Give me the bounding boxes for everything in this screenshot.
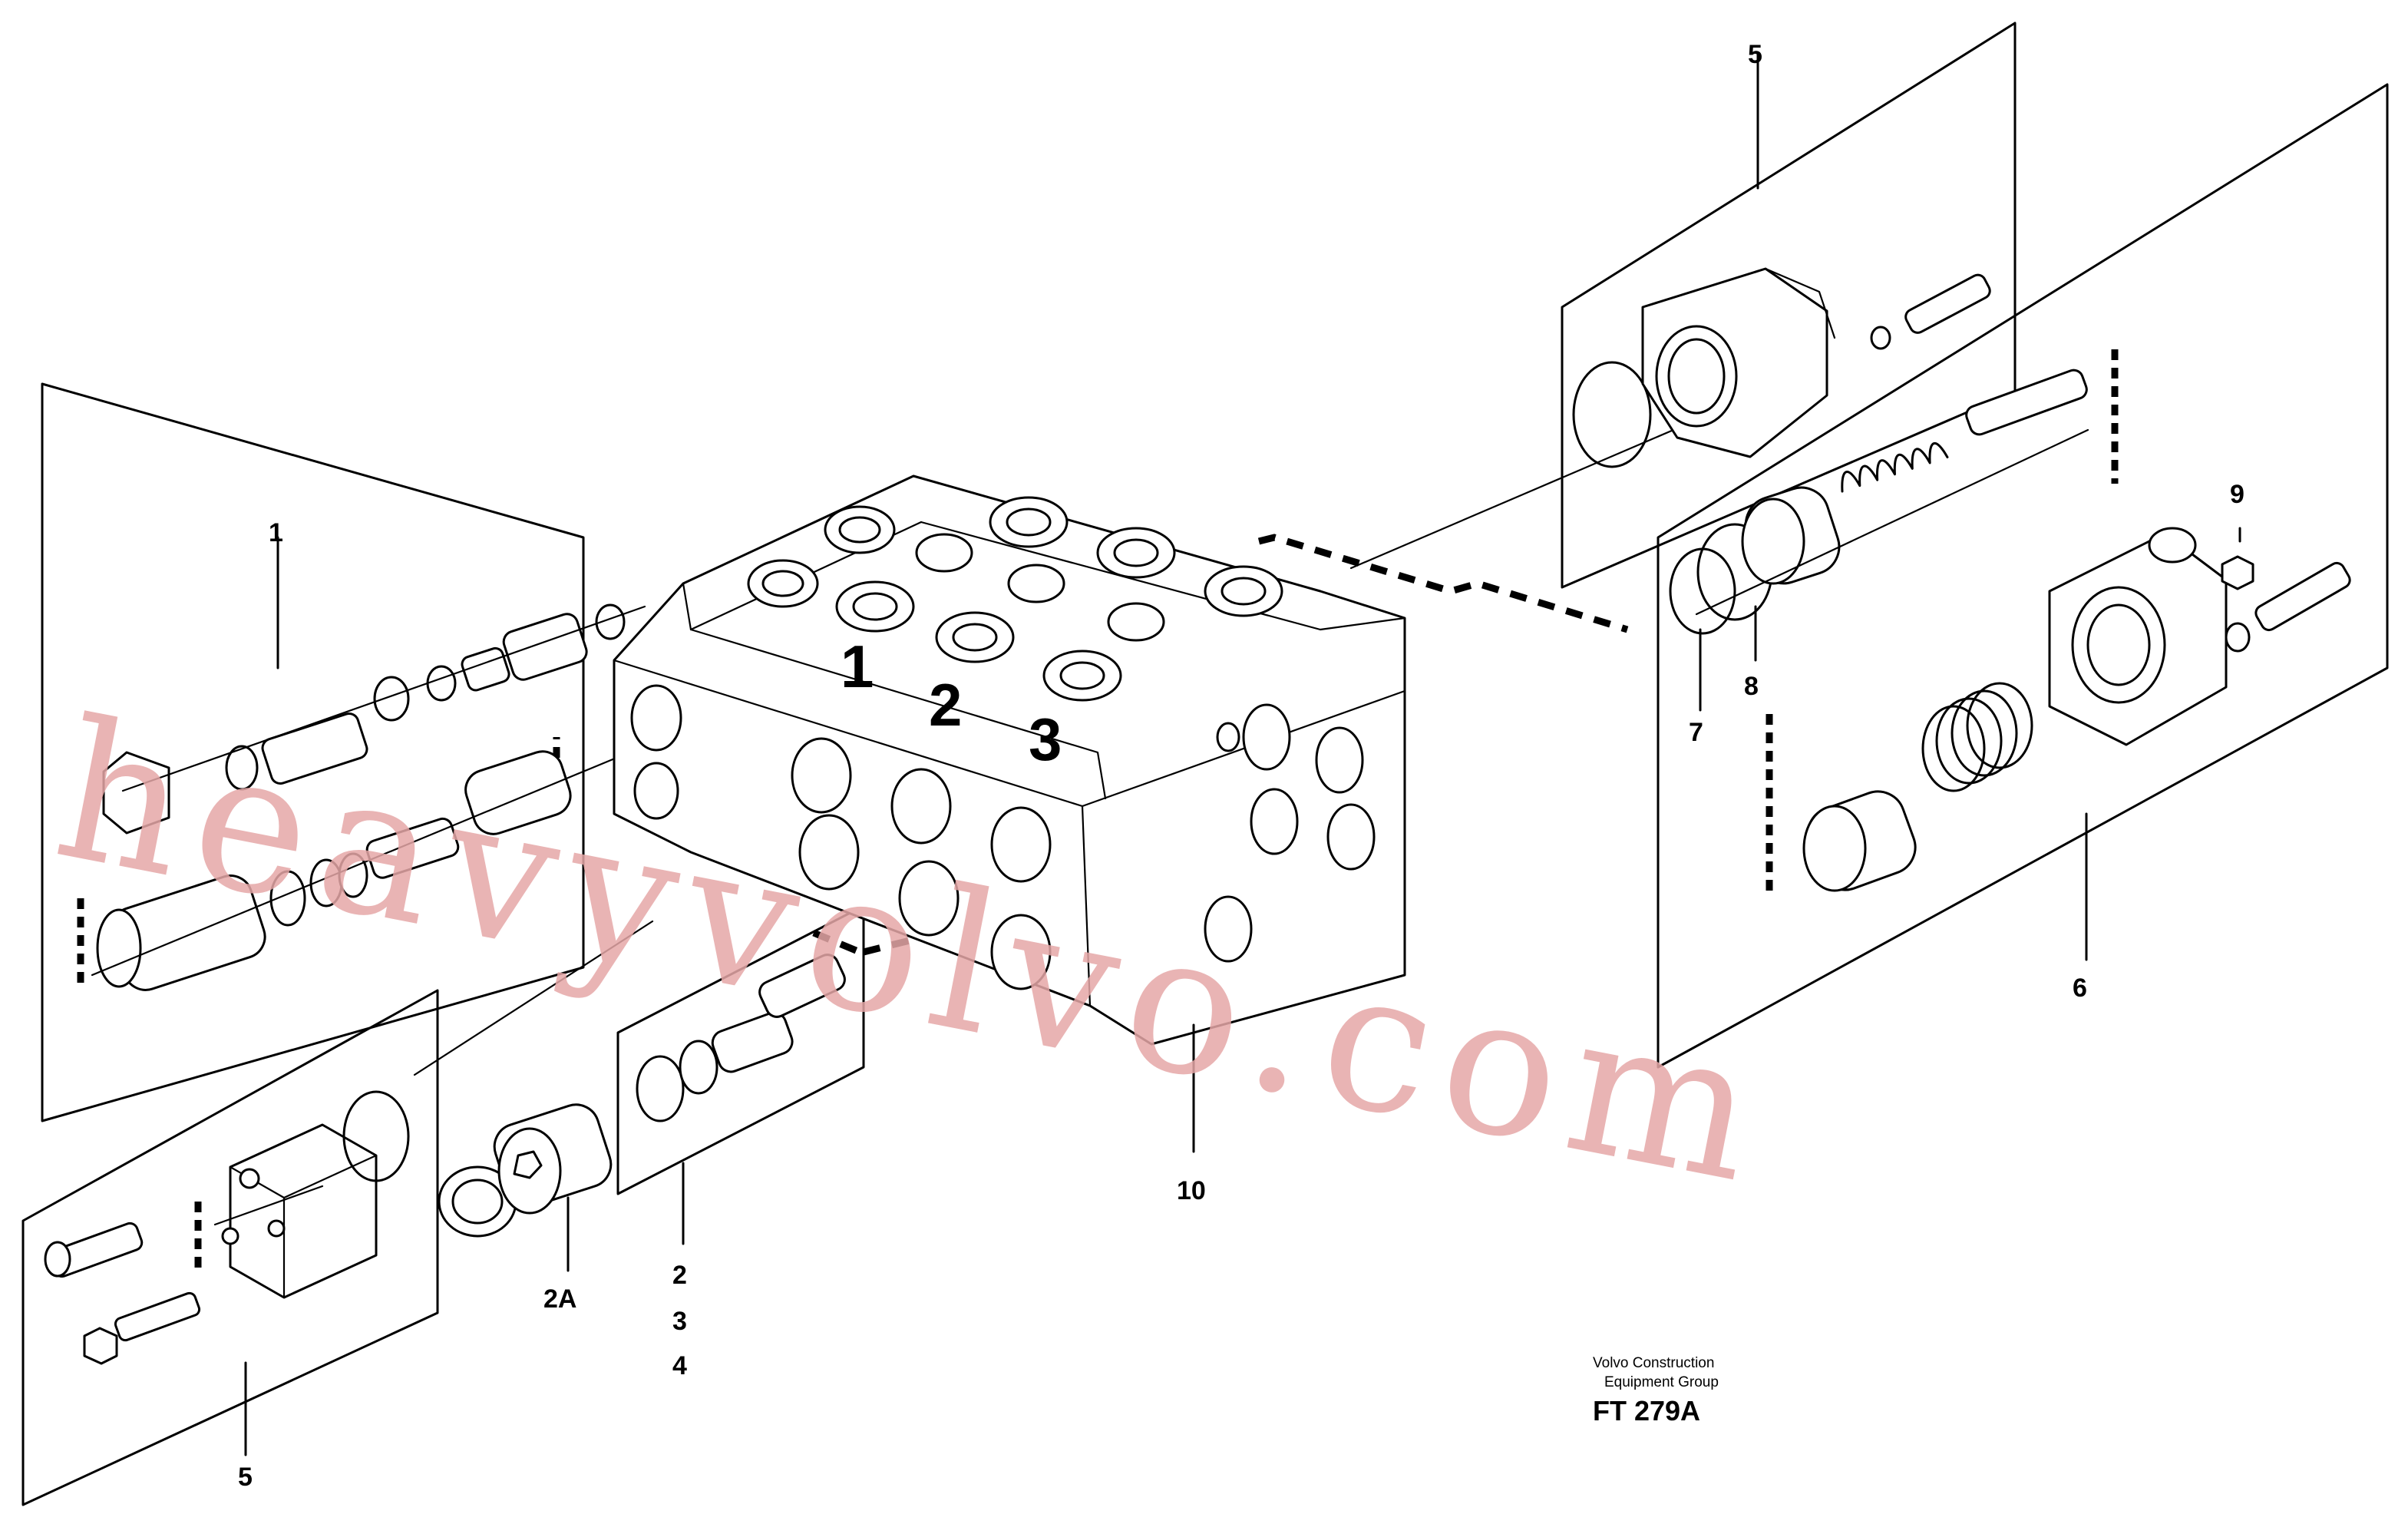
parts-panel-5-bottom — [21, 920, 654, 1506]
footer-company-line2: Equipment Group — [1604, 1374, 1719, 1390]
callout-2: 2 — [672, 1261, 687, 1290]
callout-10: 10 — [1177, 1176, 1206, 1205]
callout-7: 7 — [1689, 718, 1703, 747]
valve-section-label-2: 2 — [929, 671, 962, 739]
callout-5-top: 5 — [1748, 40, 1762, 69]
valve-section-label-1: 1 — [841, 633, 874, 700]
connector-dashed — [1257, 534, 1629, 633]
parts-panel-5-top — [1561, 21, 2017, 589]
valve-block-10: 1 2 3 — [613, 474, 1406, 1153]
callout-9: 9 — [2230, 480, 2244, 509]
footer-company-line1: Volvo Construction — [1593, 1355, 1714, 1371]
parts-panel-1 — [41, 382, 646, 1122]
callout-1: 1 — [269, 518, 283, 547]
parts-2a — [438, 1103, 613, 1272]
valve-section-label-3: 3 — [1029, 706, 1062, 773]
parts-panel-2-3-4 — [616, 904, 957, 1245]
parts-panel-6 — [1657, 83, 2389, 1069]
callout-3: 3 — [672, 1307, 687, 1336]
figure-code: FT 279A — [1593, 1395, 1700, 1426]
callout-8: 8 — [1744, 672, 1759, 701]
callout-2a: 2A — [543, 1284, 576, 1314]
callout-5-bottom: 5 — [238, 1463, 253, 1492]
callout-6: 6 — [2073, 974, 2087, 1003]
callout-4: 4 — [672, 1351, 687, 1380]
